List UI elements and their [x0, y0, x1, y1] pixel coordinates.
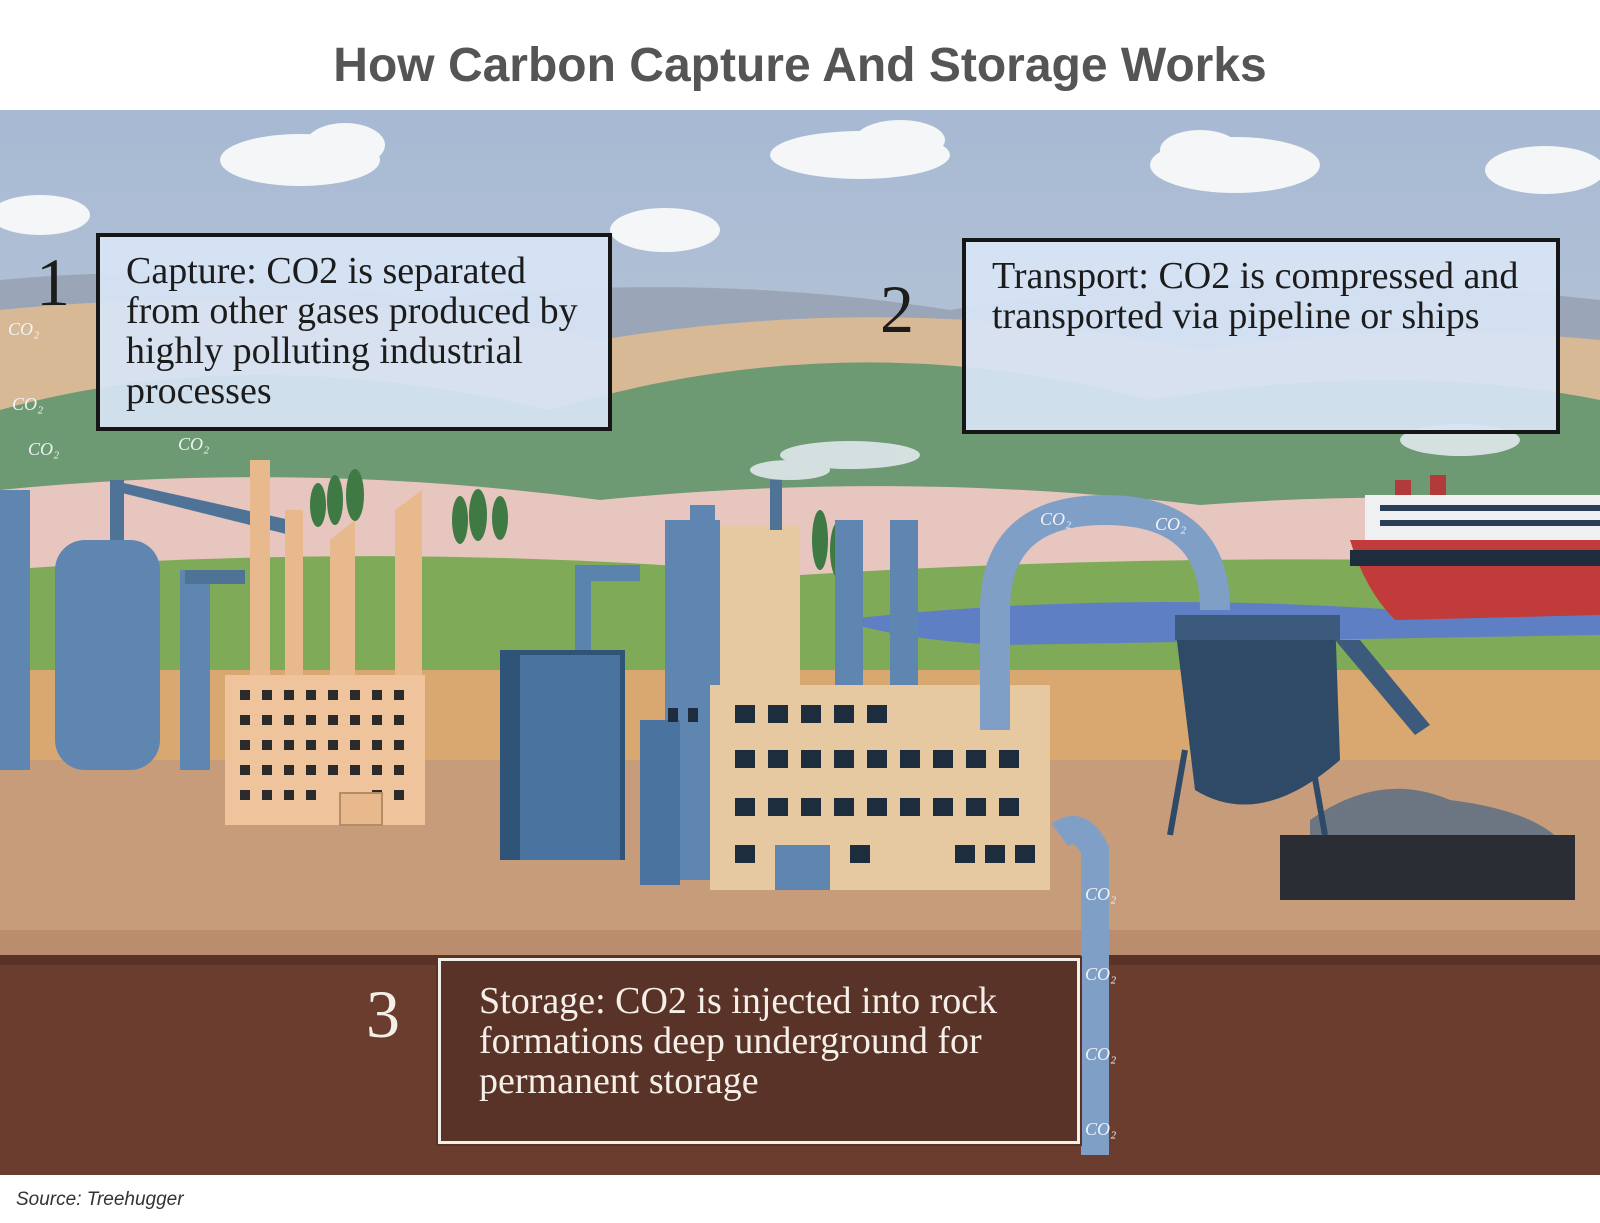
source-caption: Source: Treehugger — [16, 1189, 184, 1210]
step-2-box: Transport: CO2 is compressed and transpo… — [962, 238, 1560, 434]
left-factory — [0, 460, 425, 826]
co2-pipeline — [980, 494, 1230, 730]
co2-label: CO₂ — [1085, 1044, 1116, 1064]
step-1-box: Capture: CO2 is separated from other gas… — [96, 233, 612, 431]
ship — [1350, 475, 1600, 620]
step-3-box: Storage: CO2 is injected into rock forma… — [436, 956, 1082, 1146]
step-3-number: 3 — [366, 976, 400, 1052]
co2-label: CO₂ — [8, 319, 39, 339]
co2-label: CO₂ — [1085, 1119, 1116, 1139]
co2-label: CO₂ — [12, 394, 43, 414]
step-1-number: 1 — [36, 244, 70, 320]
co2-labels: CO₂ CO₂ CO₂ CO₂ CO₂ CO₂ CO₂ CO₂ CO₂ CO₂ — [8, 319, 1186, 1139]
co2-label: CO₂ — [1040, 509, 1071, 529]
storage-silo — [1167, 615, 1575, 900]
step-3-text: Storage: CO2 is injected into rock forma… — [479, 980, 998, 1102]
co2-label: CO₂ — [1155, 514, 1186, 534]
step-2-text: Transport: CO2 is compressed and transpo… — [992, 255, 1519, 337]
co2-label: CO₂ — [1085, 964, 1116, 984]
step-1-text: Capture: CO2 is separated from other gas… — [126, 250, 578, 412]
co2-label: CO₂ — [178, 434, 209, 454]
co2-label: CO₂ — [1085, 884, 1116, 904]
co2-label: CO₂ — [28, 439, 59, 459]
central-factory — [500, 480, 1050, 890]
page-title: How Carbon Capture And Storage Works — [333, 39, 1267, 92]
co2-pipeline-down — [1051, 816, 1109, 1155]
step-2-number: 2 — [880, 271, 914, 347]
clouds — [0, 120, 1600, 252]
